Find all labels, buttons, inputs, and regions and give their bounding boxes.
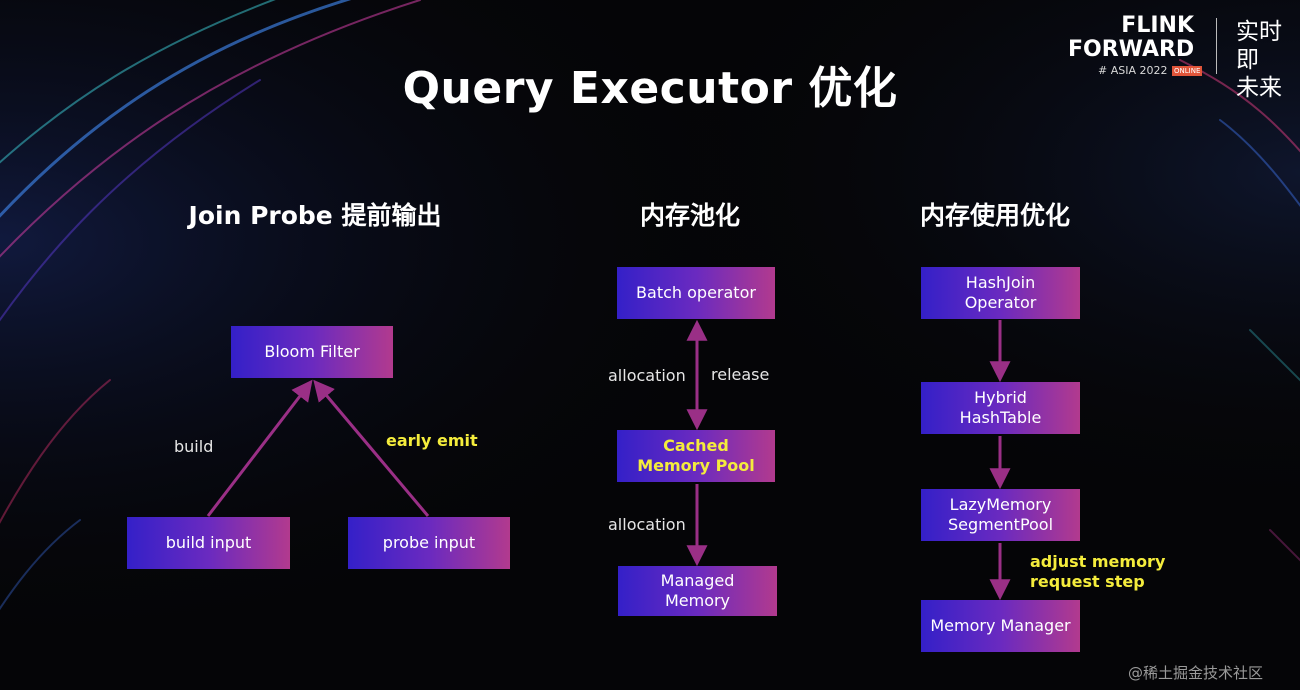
arrow-build-to-bloom [206,379,313,517]
lazy-memory-segment-pool-box: LazyMemory SegmentPool [921,489,1080,541]
probe-input-box: probe input [348,517,510,569]
logo-asia-2022: # ASIA 2022 [1098,64,1168,77]
build-edge-label: build [174,437,214,456]
bloom-filter-box: Bloom Filter [231,326,393,378]
hybrid-hashtable-box: Hybrid HashTable [921,382,1080,434]
logo-forward: FORWARD [1068,37,1195,62]
memory-manager-box: Memory Manager [921,600,1080,652]
logo-flink: FLINK [1121,13,1194,38]
logo-divider [1216,18,1217,74]
batch-operator-box: Batch operator [617,267,775,319]
early-emit-edge-label: early emit [386,431,478,450]
allocation-edge-label-1: allocation [608,366,686,385]
bloom-filter-label: Bloom Filter [264,342,360,361]
adjust-memory-edge-label: adjust memory request step [1030,552,1166,591]
batch-operator-label: Batch operator [636,283,756,302]
logo-online-badge: ONLINE [1172,66,1203,76]
logo-slogan: 实时即 未来 [1236,19,1282,101]
section-title-memory-usage: 内存使用优化 [919,201,1070,230]
section-title-memory-pool: 内存池化 [639,201,740,230]
cached-memory-pool-label: Cached Memory Pool [637,436,755,475]
managed-memory-box: Managed Memory [618,566,777,616]
hashjoin-operator-label: HashJoin Operator [964,273,1037,312]
managed-memory-label: Managed Memory [660,571,735,610]
hashjoin-operator-box: HashJoin Operator [921,267,1080,319]
memory-manager-label: Memory Manager [930,616,1071,635]
slide-title: Query Executor 优化 [402,63,898,114]
lazy-memory-segment-pool-label: LazyMemory SegmentPool [947,495,1054,534]
allocation-edge-label-2: allocation [608,515,686,534]
arrow-probe-to-bloom [313,379,430,517]
cached-memory-pool-box: Cached Memory Pool [617,430,775,482]
watermark: @稀土掘金技术社区 [1128,664,1264,682]
section-title-join-probe: Join Probe 提前输出 [188,201,442,230]
hybrid-hashtable-label: Hybrid HashTable [959,388,1042,427]
release-edge-label: release [711,365,770,384]
build-input-box: build input [127,517,290,569]
probe-input-label: probe input [382,533,476,552]
build-input-label: build input [165,533,252,552]
